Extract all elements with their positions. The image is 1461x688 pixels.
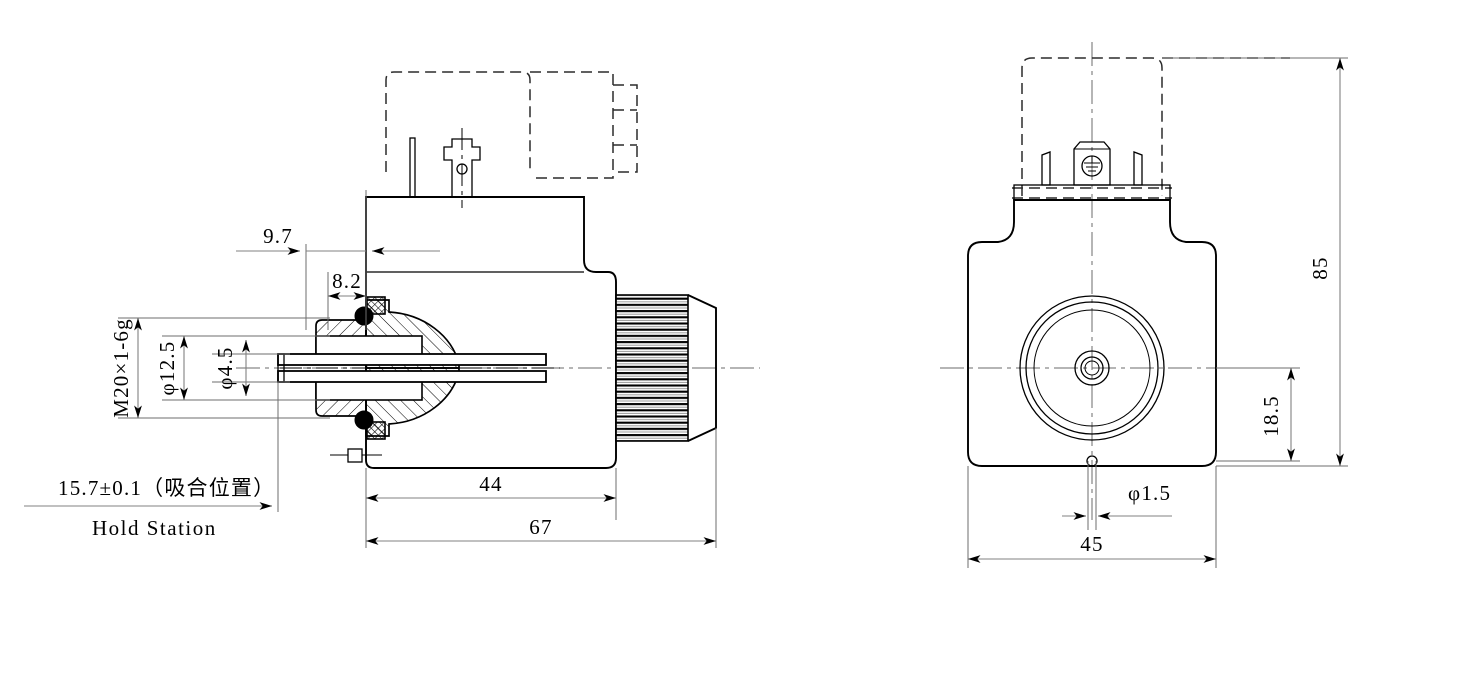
side-section-view: 9.7 8.2 M20×1-6g φ12.5 φ4.5 [24, 71, 760, 548]
dim-phi-4-5: φ4.5 [212, 340, 290, 396]
dim-phi-12-5: φ12.5 [155, 335, 330, 401]
dim-18-5: 18.5 [1216, 367, 1300, 462]
o-ring-seat-upper [366, 296, 386, 315]
face-circle-hub-inner [1080, 356, 1104, 380]
face-circle-mid [1033, 309, 1151, 427]
dim-8-2: 8.2 [327, 269, 366, 330]
dim-label-m20: M20×1-6g [109, 318, 133, 418]
dim-label-44: 44 [479, 472, 502, 496]
dim-phi-1-5: φ1.5 [1062, 461, 1172, 530]
knurled-nut-chamfer [687, 294, 717, 442]
o-ring-seat-lower [366, 421, 386, 440]
ground-terminal-block [1073, 141, 1111, 186]
dim-label-85: 85 [1308, 256, 1332, 279]
dim-9-7: 9.7 [236, 190, 440, 330]
front-elevation-view: 85 18.5 φ1.5 45 [940, 42, 1348, 568]
terminal-pin-right [1133, 151, 1143, 186]
dim-67: 67 [365, 428, 717, 548]
plunger-rod-lower-face [277, 370, 547, 383]
hold-station-note: 15.7±0.1（吸合位置） Hold Station [24, 382, 279, 540]
coil-terminal-group [409, 128, 481, 208]
knurled-nut-body [615, 294, 689, 442]
armature-section-group [277, 296, 560, 463]
dim-label-phi-1-5: φ1.5 [1128, 481, 1171, 505]
connector-hidden-outline [385, 71, 638, 179]
front-housing-outline [967, 199, 1217, 467]
dim-label-18-5: 18.5 [1259, 395, 1283, 437]
dim-label-hold-station: Hold Station [92, 516, 217, 540]
face-circle-hub-outer [1074, 350, 1110, 386]
detail-square-marker [347, 448, 363, 463]
dim-label-9-7: 9.7 [263, 224, 293, 248]
terminal-pin-left [1041, 151, 1051, 186]
dim-label-8-2: 8.2 [332, 269, 362, 293]
plunger-rod-upper-face [277, 353, 547, 366]
front-connector-hidden-outline [1012, 57, 1290, 199]
o-ring-upper [354, 306, 374, 326]
o-ring-lower [354, 410, 374, 430]
pin-hole-circle [1086, 455, 1098, 467]
knurled-nut-group [615, 294, 717, 442]
dim-45: 45 [967, 466, 1217, 568]
dim-label-phi-12-5: φ12.5 [155, 341, 179, 396]
dim-label-phi-4-5: φ4.5 [213, 346, 237, 389]
armature-face-circles [1019, 295, 1165, 441]
dim-label-45: 45 [1080, 532, 1103, 556]
dim-label-hold-value: 15.7±0.1（吸合位置） [58, 476, 275, 500]
dim-44: 44 [365, 468, 617, 520]
terminal-cross-clip [443, 138, 481, 198]
face-circle-hub-core [1084, 360, 1100, 376]
face-circle-outer-2 [1025, 301, 1159, 435]
dim-label-67: 67 [529, 515, 552, 539]
dim-m20: M20×1-6g [109, 317, 330, 419]
coil-body-outline [365, 196, 617, 469]
terminal-pin-thin [409, 137, 416, 198]
dim-85: 85 [1162, 57, 1348, 467]
face-circle-outer [1019, 295, 1165, 441]
